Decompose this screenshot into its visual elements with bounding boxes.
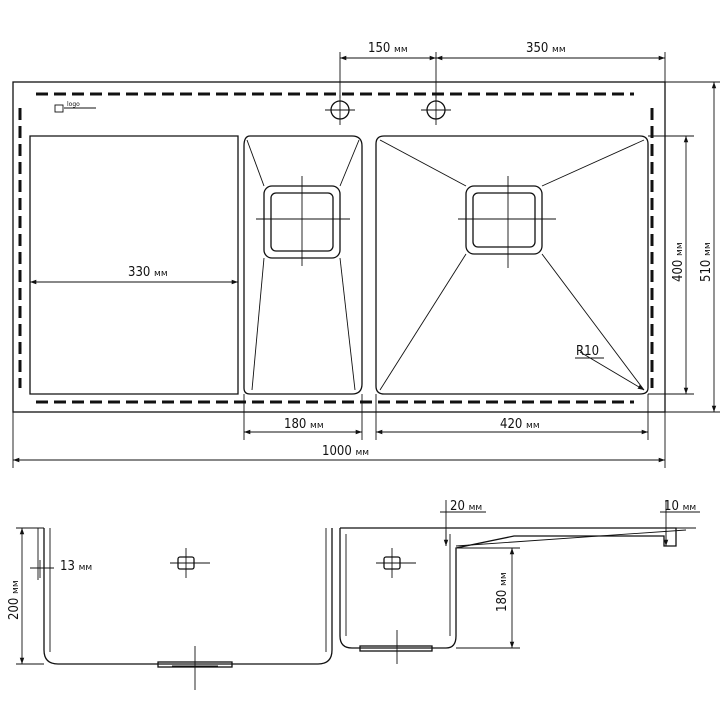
dim-180-section: 180 мм	[495, 572, 510, 612]
dim-150: 150 мм	[368, 41, 408, 56]
right-bowl-profile	[339, 527, 677, 649]
dim-13: 13 мм	[60, 559, 92, 574]
dim-1000: 1000 мм	[322, 444, 369, 459]
left-bowl-profile	[43, 528, 333, 665]
brand-logo: logo	[54, 101, 96, 113]
plan-view: logo	[12, 41, 720, 468]
dim-180: 180 мм	[284, 417, 324, 432]
dim-20: 20 мм	[450, 499, 482, 514]
small-bowl	[243, 135, 363, 395]
logo-text: logo	[67, 101, 80, 108]
tap-hole-right	[421, 95, 451, 125]
dim-330: 330 мм	[128, 265, 168, 280]
section-view: 200 мм 13 мм 180 мм 20 мм 10 мм	[7, 499, 700, 690]
dim-200: 200 мм	[7, 580, 22, 620]
sink-outline	[12, 81, 666, 413]
dim-350: 350 мм	[526, 41, 566, 56]
radius-label: R10	[576, 344, 599, 359]
dim-510: 510 мм	[699, 242, 714, 282]
big-bowl	[375, 135, 649, 395]
dim-420: 420 мм	[500, 417, 540, 432]
tap-hole-left	[325, 95, 355, 125]
drainboard	[29, 135, 239, 395]
dim-400: 400 мм	[671, 242, 686, 282]
dim-10: 10 мм	[664, 499, 696, 514]
